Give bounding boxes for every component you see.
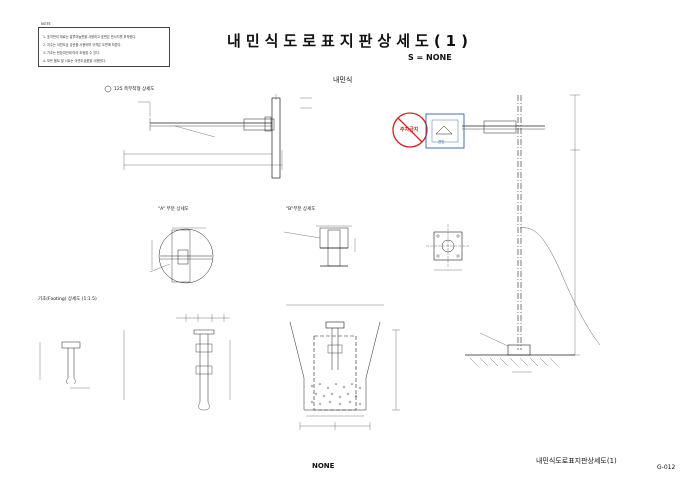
note-line: 4. 모든 볼트 및 너트는 아연도금품을 사용한다.: [43, 59, 106, 63]
sign-tow-text: 견인: [438, 140, 445, 144]
note-line: 3. 기초는 현장여건에 따라 조정할 수 있다.: [43, 51, 101, 55]
part-a-detail: [149, 227, 214, 284]
foundation-label: 기초(Footing) 상세도 (1:1.5): [38, 297, 97, 302]
view-label: 내민식: [333, 76, 353, 84]
part-a-label: "A" 부분 상세도: [158, 207, 189, 212]
part-b-detail: [283, 225, 356, 267]
footer-title: 내민식도로표지판상세도(1): [536, 457, 617, 465]
note-line: 2. 지주는 아연도금 강관을 사용하며 규격은 도면에 따른다.: [43, 43, 122, 47]
sign-parking-text: 주차금지: [400, 127, 419, 133]
bracket-detail: [104, 85, 312, 179]
bracket-detail-label: 125 측부착형 상세도: [114, 87, 155, 92]
base-plate-plan: [426, 224, 470, 271]
foundation-details: [39, 304, 400, 430]
elevation-view: [392, 94, 601, 373]
drawing-scale: S = NONE: [408, 53, 452, 62]
part-b-label: "B"부분 상세도: [286, 207, 316, 212]
notes-box: NOTE 1. 표지판의 재료는 알루미늄판을 사용하고 표면은 반사지를 부착…: [38, 22, 170, 67]
footer-scale: NONE: [312, 462, 335, 470]
note-line: 1. 표지판의 재료는 알루미늄판을 사용하고 표면은 반사지를 부착한다.: [43, 35, 137, 39]
drawing-title: 내민식도로표지판상세도(1): [227, 32, 473, 50]
notes-header: NOTE: [40, 22, 52, 26]
drawing-code: G-012: [657, 464, 676, 471]
